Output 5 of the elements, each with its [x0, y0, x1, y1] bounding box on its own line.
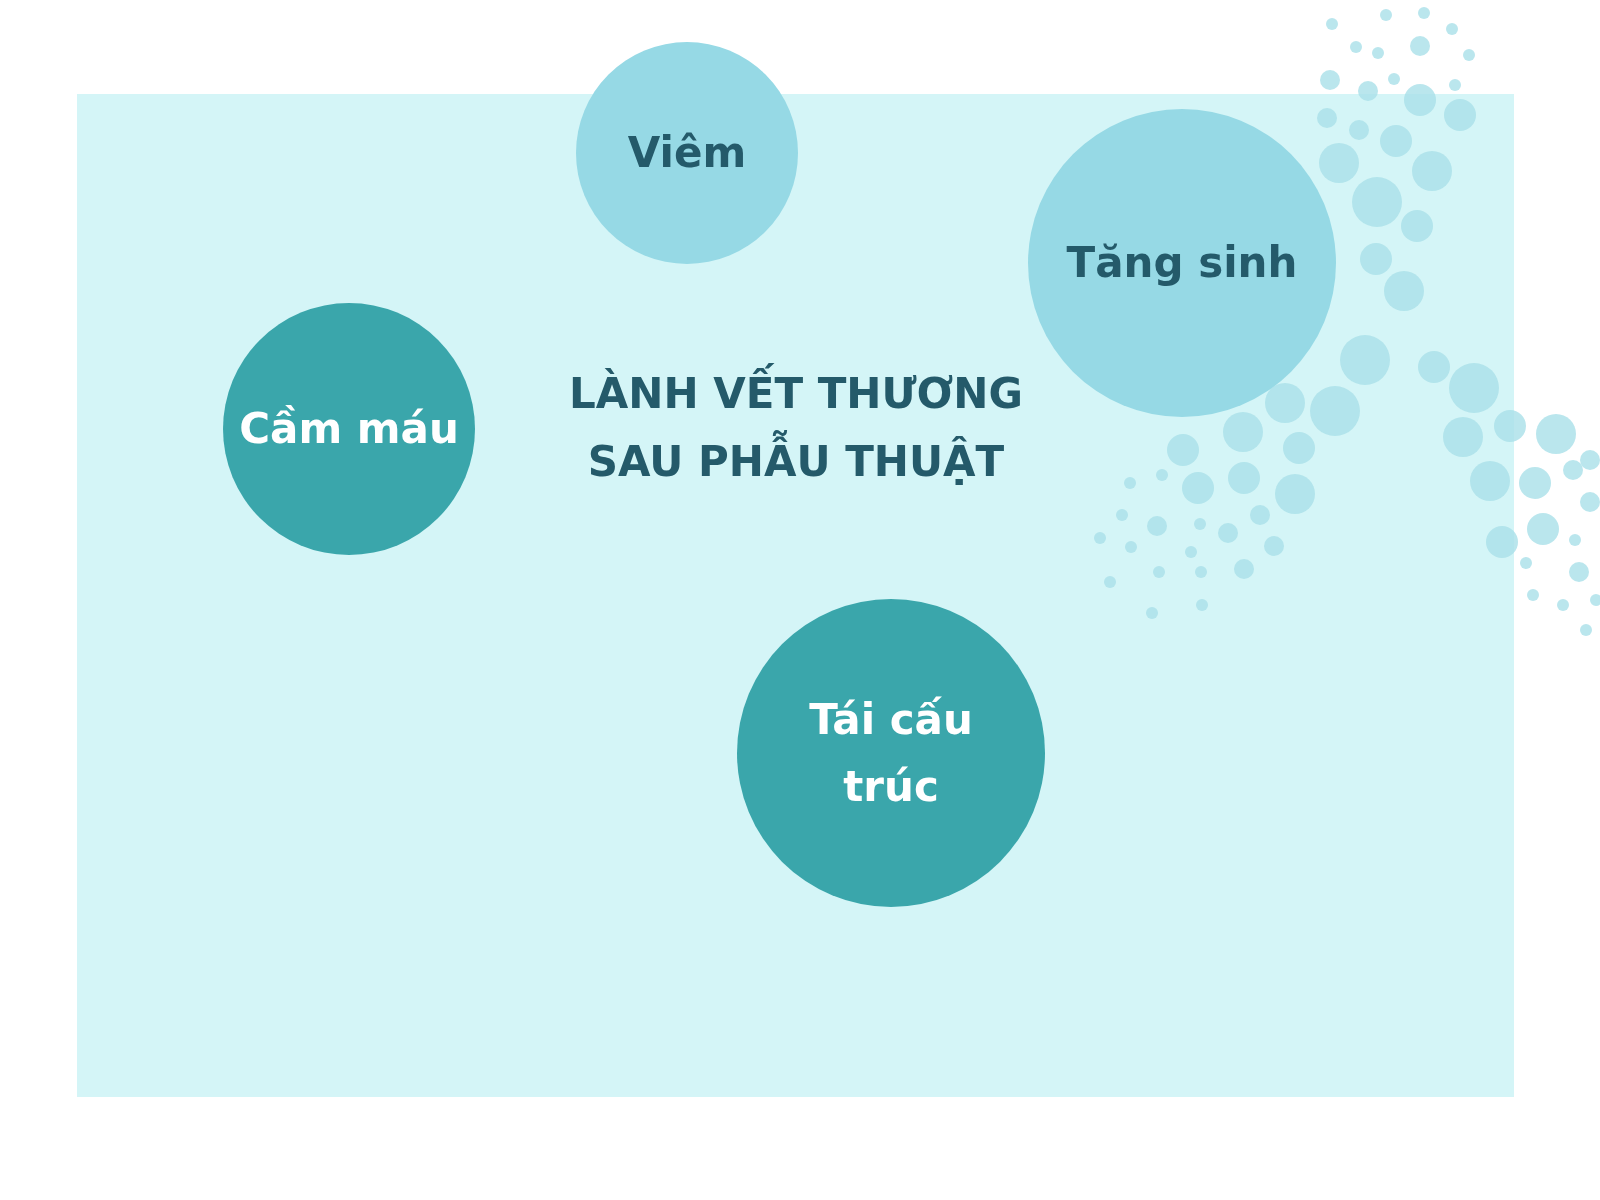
stage-label: Cầm máu — [239, 403, 459, 456]
stage-label: Tái cấu trúc — [808, 693, 974, 813]
title: LÀNH VẾT THƯƠNG SAU PHẪU THUẬT — [546, 360, 1046, 496]
stage-label: Tăng sinh — [1066, 237, 1298, 290]
stage-label: Viêm — [627, 127, 747, 180]
